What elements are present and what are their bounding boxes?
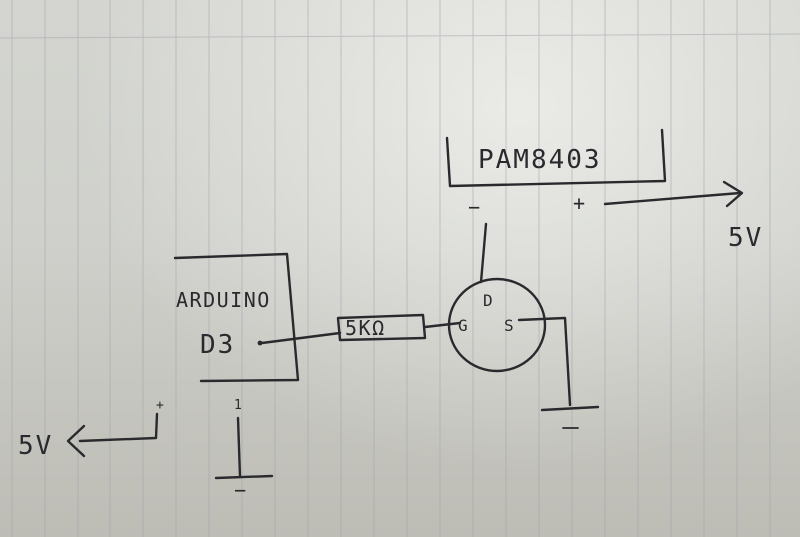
gate-wire — [423, 321, 462, 329]
arduino-board: ARDUINO D3 — [173, 252, 300, 383]
drain-label: D — [483, 291, 493, 310]
supply-right-label: 5V — [728, 223, 763, 253]
pam8403-label: PAM8403 — [478, 145, 602, 175]
pam8403-plus-terminal: + — [573, 191, 587, 215]
arduino-label: ARDUINO — [176, 288, 271, 312]
source-label: S — [504, 316, 514, 335]
supply-left: + 5V — [18, 398, 164, 461]
source-ground-wire: − — [517, 316, 600, 429]
gate-label: G — [458, 316, 468, 335]
arduino-ground-mark: 1 — [234, 398, 242, 413]
supply-left-label: 5V — [18, 431, 53, 461]
mosfet-transistor: D G S — [447, 277, 547, 373]
arduino-minus-label: − — [234, 478, 248, 502]
drain-wire — [479, 222, 488, 284]
pin-d3-dot — [257, 340, 263, 346]
supply-right-wire: 5V — [603, 180, 763, 253]
pam8403-module: PAM8403 − + — [445, 128, 667, 219]
arduino-ground: 1 − — [214, 398, 274, 502]
d3-wire — [260, 331, 342, 345]
arduino-plus-label: + — [156, 398, 164, 413]
resistor-label: 5KΩ — [345, 316, 386, 340]
pam8403-minus-terminal: − — [468, 195, 482, 219]
pin-d3-label: D3 — [200, 330, 235, 360]
resistor: 5KΩ — [336, 313, 427, 342]
